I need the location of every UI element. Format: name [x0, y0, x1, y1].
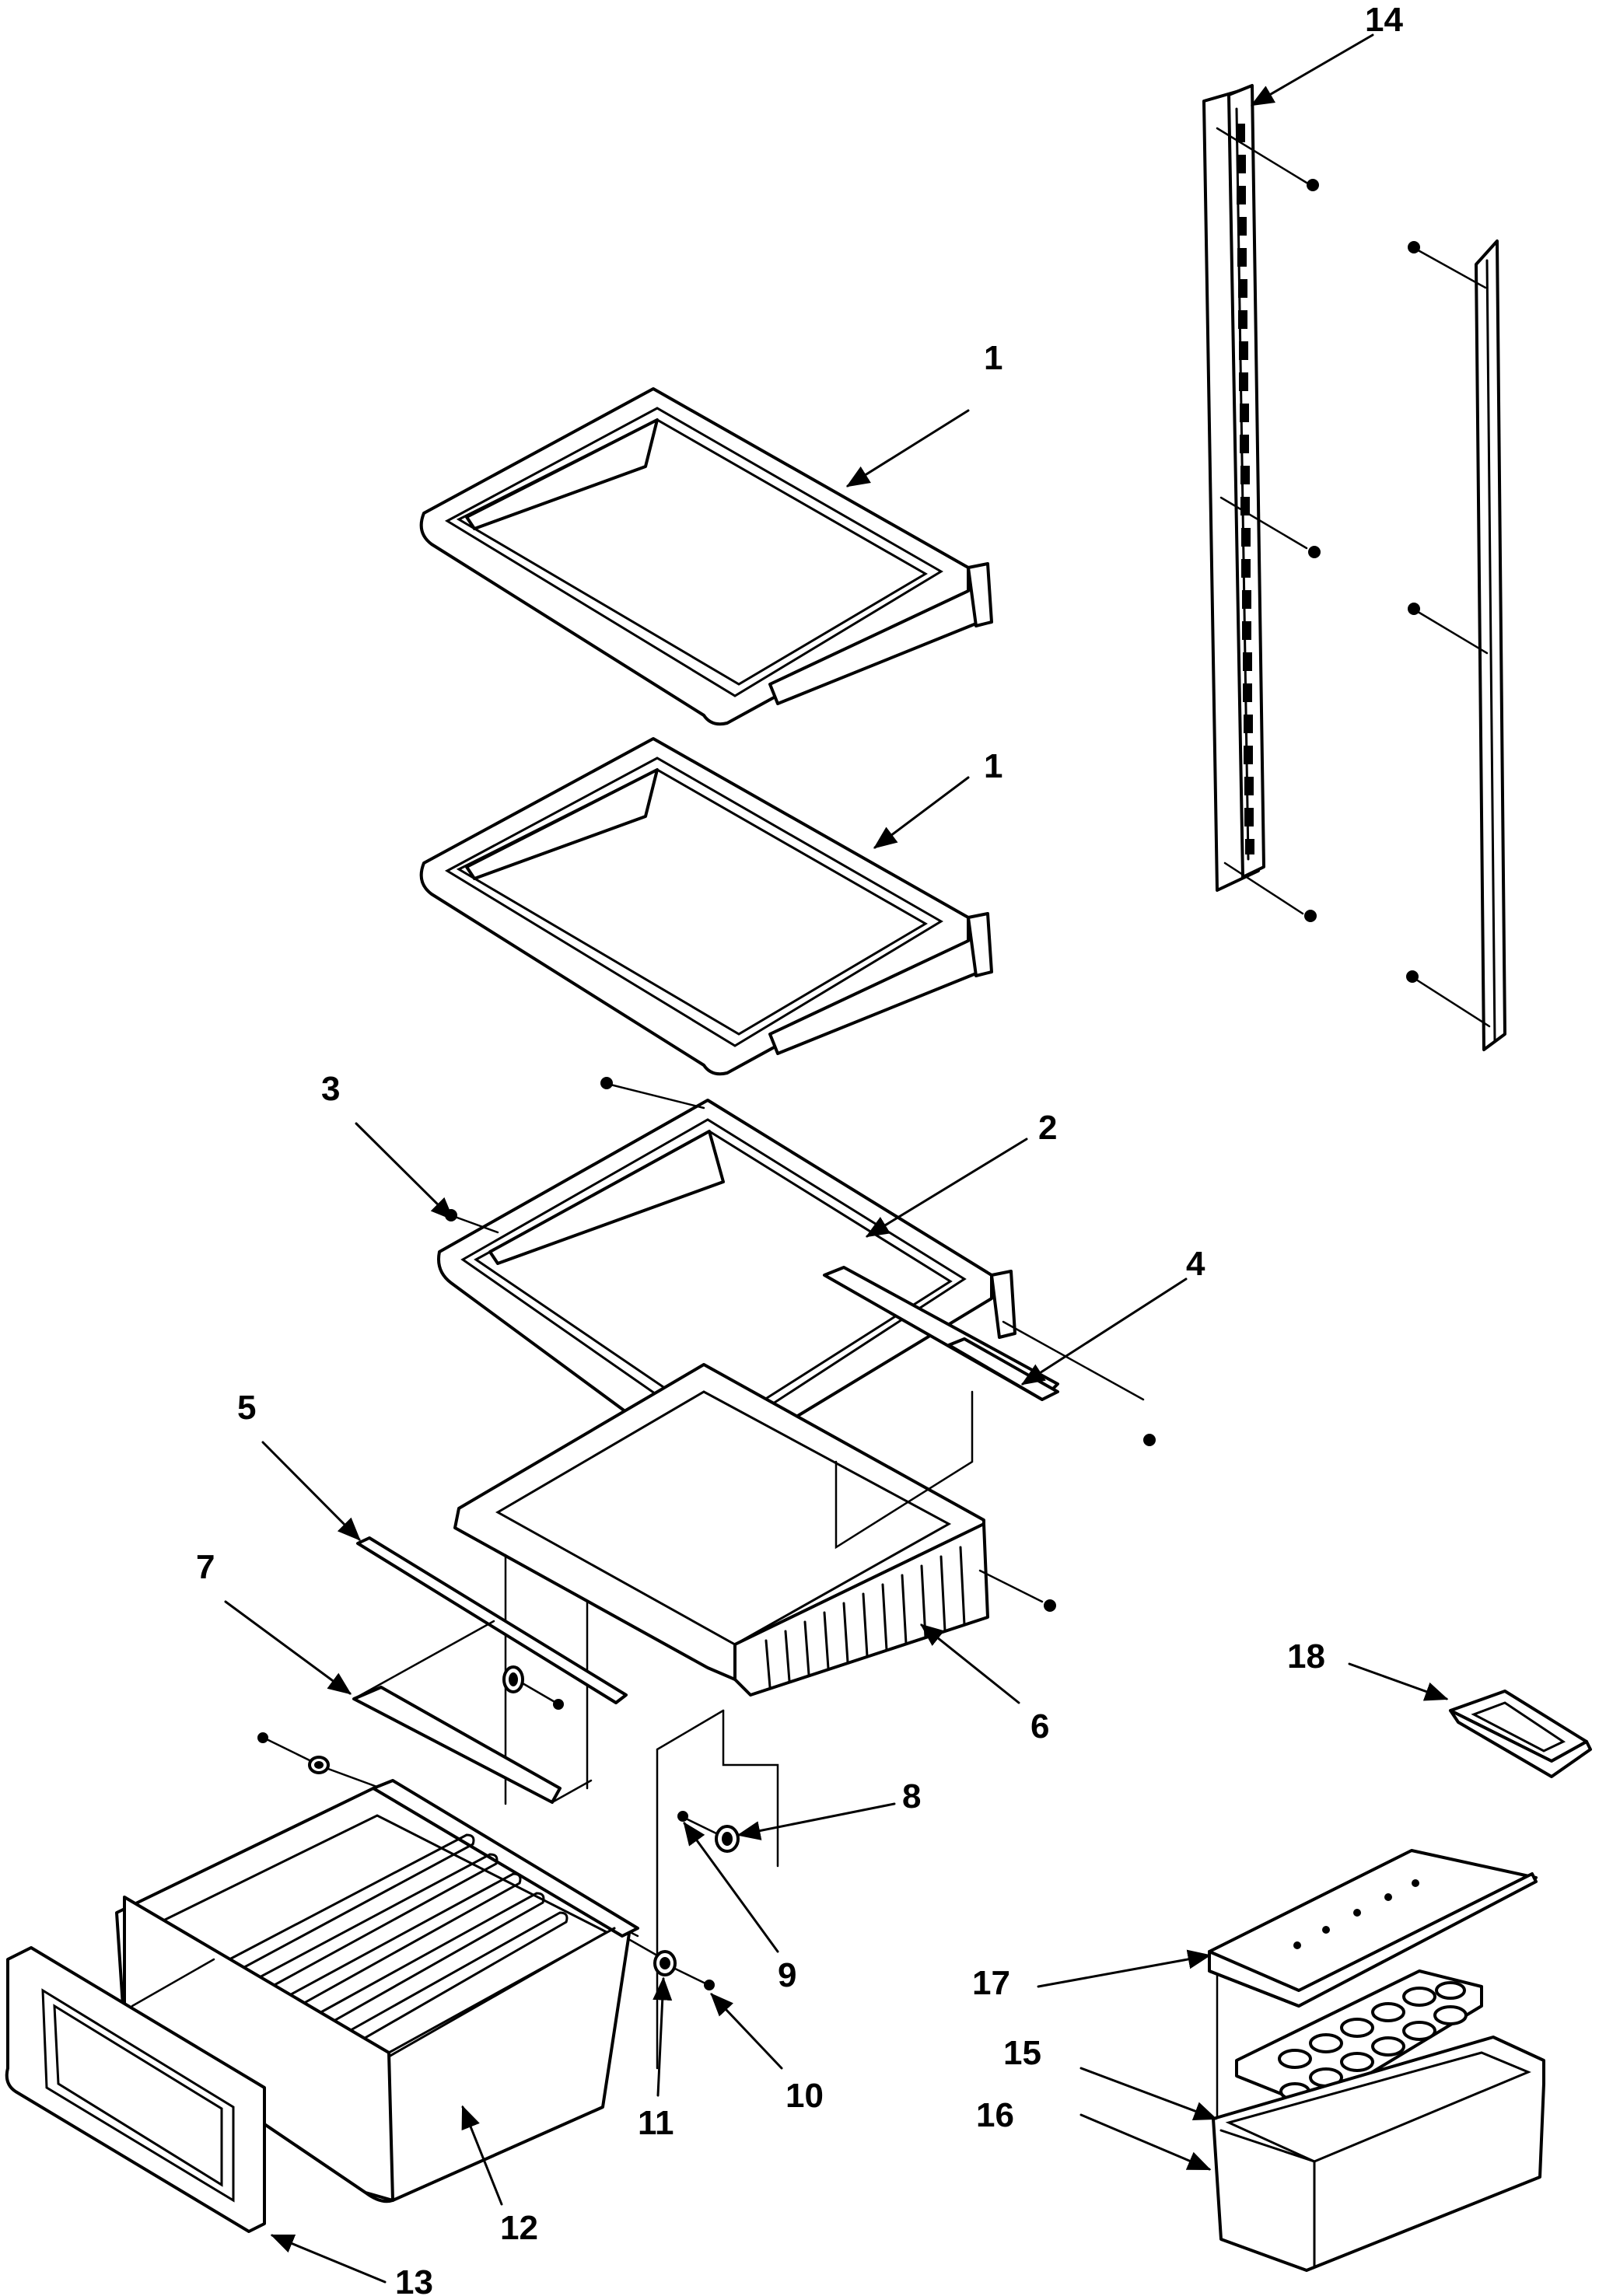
egg-tray: [1235, 1969, 1483, 2109]
glide-strip-5: [356, 1536, 628, 1704]
drawer-slide-7: [352, 1620, 593, 1804]
callout-10: 10: [786, 2077, 824, 2115]
callout-3: 3: [321, 1070, 340, 1108]
callout-12: 12: [500, 2209, 538, 2247]
roller-8-screw-9: [677, 1811, 740, 1853]
crisper-cover-shelf: [437, 1077, 1145, 1469]
callout-15: 15: [1003, 2034, 1041, 2072]
egg-bin: [1212, 2036, 1545, 2272]
callout-6: 6: [1030, 1707, 1049, 1746]
callout-16: 16: [976, 2096, 1014, 2134]
shelf-rail-left: [1202, 84, 1321, 922]
shelf-1-lower: [419, 737, 993, 1076]
callout-17: 17: [972, 1964, 1010, 2002]
roller-hardware: [257, 1665, 564, 1790]
callout-5: 5: [237, 1389, 256, 1427]
roller-11-screw-10: [621, 1927, 715, 1990]
utility-bin: [1449, 1690, 1592, 1778]
leader-lines: [224, 33, 1449, 2284]
crisper-frame: [453, 1363, 1056, 2070]
shelf-1-upper: [419, 387, 993, 726]
slide-rail-4: [947, 1337, 1156, 1446]
callout-7: 7: [196, 1548, 215, 1586]
callout-18: 18: [1287, 1637, 1325, 1676]
callout-8: 8: [902, 1777, 921, 1815]
callout-1b: 1: [984, 747, 1002, 785]
callout-4: 4: [1186, 1245, 1205, 1283]
egg-cover: [1208, 1849, 1538, 2186]
callout-11: 11: [638, 2104, 674, 2142]
callout-14: 14: [1365, 1, 1403, 39]
callout-1a: 1: [984, 339, 1002, 377]
shelf-rail-right: [1406, 239, 1506, 1051]
drawer-front: [5, 1946, 266, 2233]
callout-labels: 1 1 2 3 4 5 6 7 8 9 10 11 12 13 14 15 16…: [196, 1, 1403, 2296]
callout-9: 9: [778, 1956, 796, 1994]
callout-13: 13: [395, 2263, 433, 2296]
callout-2: 2: [1038, 1109, 1057, 1147]
